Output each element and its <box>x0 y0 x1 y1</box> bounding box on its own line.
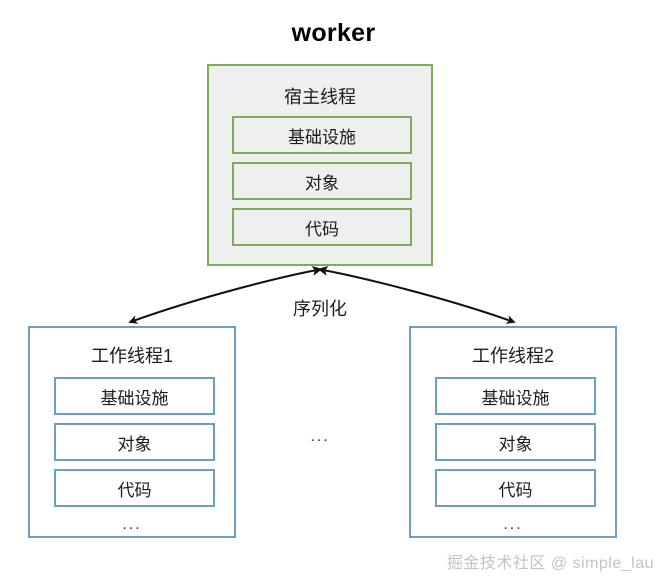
page-title: worker <box>291 19 376 47</box>
worker-thread-2-label: 工作线程2 <box>471 346 554 366</box>
serialization-connectors <box>128 265 516 324</box>
worker-1-slot-infrastructure: 基础设施 <box>54 377 215 415</box>
worker-thread-1-box: 工作线程1 基础设施 对象 代码 ... <box>28 326 236 538</box>
worker-2-slot-infrastructure: 基础设施 <box>435 377 596 415</box>
serialization-label: 序列化 <box>293 299 347 319</box>
worker-2-ellipsis: ... <box>503 516 523 533</box>
watermark: 掘金技术社区 @ simple_lau <box>446 555 654 572</box>
worker-1-slot-object: 对象 <box>54 423 215 461</box>
host-slot-code: 代码 <box>232 208 412 246</box>
worker-thread-1-label: 工作线程1 <box>90 346 173 366</box>
host-thread-box: 宿主线程 基础设施 对象 代码 <box>207 64 433 266</box>
worker-2-slot-code: 代码 <box>435 469 596 507</box>
host-slot-infrastructure: 基础设施 <box>232 116 412 154</box>
worker-thread-2-box: 工作线程2 基础设施 对象 代码 ... <box>409 326 617 538</box>
host-slot-object: 对象 <box>232 162 412 200</box>
worker-2-slot-object: 对象 <box>435 423 596 461</box>
host-thread-label: 宿主线程 <box>284 87 356 107</box>
worker-1-slot-code: 代码 <box>54 469 215 507</box>
between-workers-ellipsis: ... <box>310 428 330 445</box>
worker-1-ellipsis: ... <box>122 516 142 533</box>
